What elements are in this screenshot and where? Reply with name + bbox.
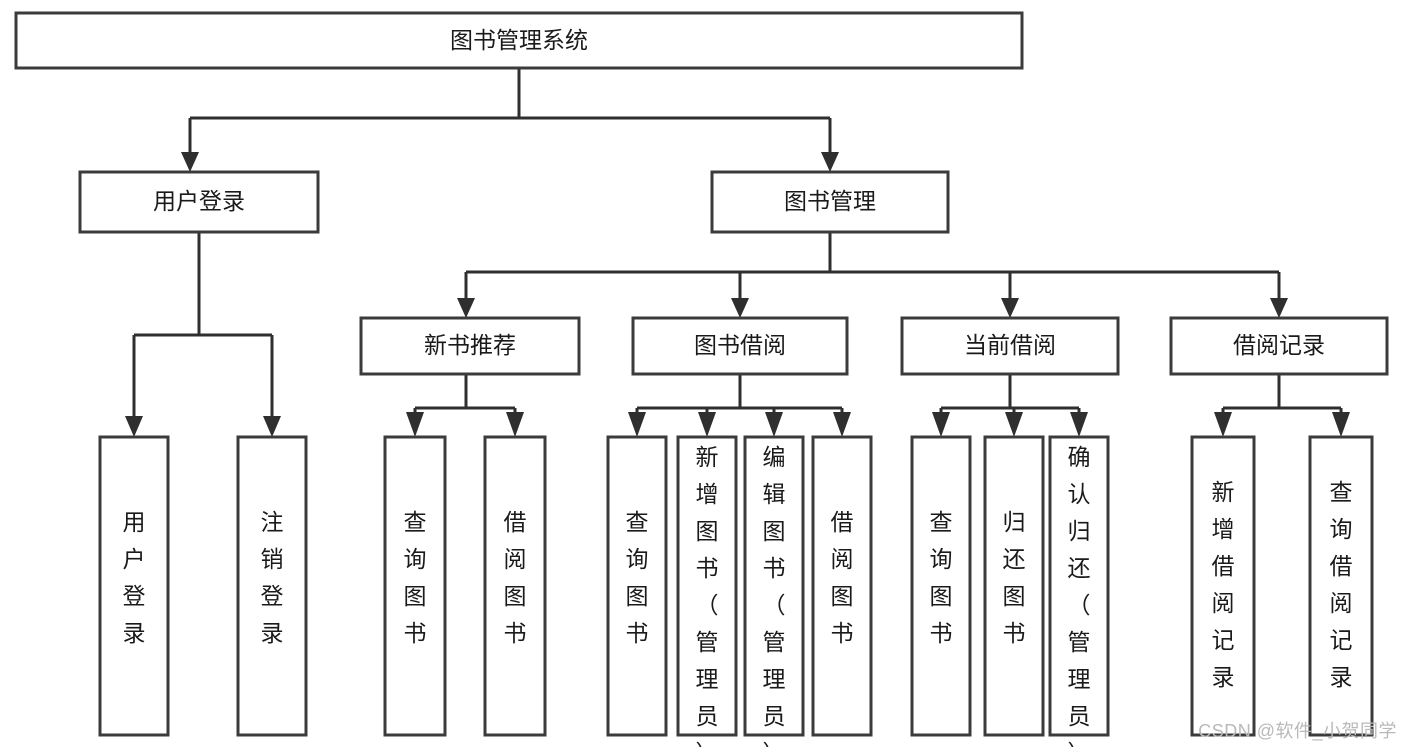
leaf-add-borrow-record-label: 新增借阅记录 [1212, 479, 1235, 690]
arrowhead-cb-leaf2 [1005, 412, 1023, 437]
arrowhead-br-leaf2 [1332, 412, 1350, 437]
arrowhead-leaf-user-login [125, 416, 143, 437]
leaf-borrow-book-bb[interactable]: 借阅图书 [811, 435, 873, 737]
node-book-borrow[interactable]: 图书借阅 [631, 316, 849, 376]
leaf-query-book-bb-box[interactable] [606, 435, 668, 737]
leaf-add-book-admin[interactable]: 新增图书（管理员） [676, 435, 738, 747]
leaf-query-borrow-record-label: 查询借阅记录 [1330, 479, 1353, 690]
leaf-borrow-book-bb-label: 借阅图书 [831, 509, 854, 646]
leaf-query-book-bb[interactable]: 查询图书 [606, 435, 668, 737]
node-new-book-recommend-box[interactable] [359, 316, 581, 376]
leaf-query-book-cb-box[interactable] [910, 435, 972, 737]
node-user-login-label: 用户登录 [153, 188, 245, 214]
connector-group-new-book-rec [406, 374, 524, 437]
leaf-add-borrow-record[interactable]: 新增借阅记录 [1190, 435, 1256, 737]
connector-group-book-borrow [628, 374, 851, 437]
arrowhead-leaf-logout [263, 416, 281, 437]
node-root-box[interactable] [14, 11, 1024, 70]
arrowhead-nbr-leaf1 [406, 412, 424, 437]
leaf-logout[interactable]: 注销登录 [236, 435, 308, 737]
node-user-login[interactable]: 用户登录 [78, 170, 320, 234]
arrowhead-cb-leaf3 [1070, 412, 1088, 437]
leaf-confirm-return-admin-label: 确认归还（管理员） [1068, 444, 1091, 747]
leaf-query-borrow-record-box[interactable] [1308, 435, 1374, 737]
leaf-edit-book-admin-label: 编辑图书（管理员） [763, 444, 786, 747]
leaf-confirm-return-admin[interactable]: 确认归还（管理员） [1048, 435, 1110, 747]
arrowhead-bb-leaf4 [833, 412, 851, 437]
leaf-query-borrow-record[interactable]: 查询借阅记录 [1308, 435, 1374, 737]
node-borrow-record-box[interactable] [1169, 316, 1389, 376]
leaf-query-book-nbr-box[interactable] [383, 435, 447, 737]
leaf-borrow-book-nbr-box[interactable] [483, 435, 547, 737]
node-borrow-record-label: 借阅记录 [1233, 332, 1325, 358]
leaf-query-book-nbr[interactable]: 查询图书 [383, 435, 447, 737]
leaf-add-book-admin-box[interactable] [676, 435, 738, 737]
connector-group-book-mgmt [457, 232, 1288, 318]
node-root-label: 图书管理系统 [450, 27, 588, 53]
node-book-borrow-label: 图书借阅 [694, 332, 786, 358]
leaf-query-book-nbr-label: 查询图书 [404, 509, 427, 646]
arrowhead-current-borrow [1001, 298, 1019, 318]
arrowhead-cb-leaf1 [932, 412, 950, 437]
csdn-watermark: CSDN @软件_小贺同学 [1198, 721, 1397, 741]
node-new-book-recommend[interactable]: 新书推荐 [359, 316, 581, 376]
leaf-edit-book-admin-box[interactable] [743, 435, 805, 737]
leaf-borrow-book-bb-box[interactable] [811, 435, 873, 737]
leaf-query-book-bb-label: 查询图书 [626, 509, 649, 646]
arrowhead-book-borrow [731, 298, 749, 318]
node-borrow-record[interactable]: 借阅记录 [1169, 316, 1389, 376]
arrowhead-br-leaf1 [1214, 412, 1232, 437]
node-book-management[interactable]: 图书管理 [710, 170, 950, 234]
connector-group-borrow-record [1214, 374, 1350, 437]
leaf-edit-book-admin[interactable]: 编辑图书（管理员） [743, 435, 805, 747]
node-book-management-label: 图书管理 [784, 188, 876, 214]
node-book-borrow-box[interactable] [631, 316, 849, 376]
leaf-confirm-return-admin-box[interactable] [1048, 435, 1110, 737]
node-user-login-box[interactable] [78, 170, 320, 234]
leaf-user-login[interactable]: 用户登录 [98, 435, 170, 737]
arrowhead-book-mgmt [821, 152, 839, 172]
leaf-logout-box[interactable] [236, 435, 308, 737]
leaf-add-borrow-record-box[interactable] [1190, 435, 1256, 737]
leaf-query-book-cb-label: 查询图书 [930, 509, 953, 646]
node-root[interactable]: 图书管理系统 [14, 11, 1024, 70]
node-book-management-box[interactable] [710, 170, 950, 234]
node-current-borrow-label: 当前借阅 [964, 332, 1056, 358]
node-current-borrow-box[interactable] [900, 316, 1120, 376]
leaf-add-book-admin-label: 新增图书（管理员） [696, 444, 719, 747]
node-new-book-recommend-label: 新书推荐 [424, 332, 516, 358]
arrowhead-bb-leaf1 [628, 412, 646, 437]
arrowhead-bb-leaf2 [698, 412, 716, 437]
leaf-return-book[interactable]: 归还图书 [983, 435, 1045, 737]
arrowhead-borrow-record [1270, 298, 1288, 318]
leaf-return-book-box[interactable] [983, 435, 1045, 737]
arrowhead-nbr-leaf2 [506, 412, 524, 437]
arrowhead-new-book-rec [457, 298, 475, 318]
connector-group-root [181, 68, 839, 172]
leaf-query-book-cb[interactable]: 查询图书 [910, 435, 972, 737]
leaf-user-login-label: 用户登录 [123, 509, 146, 646]
arrowhead-bb-leaf3 [765, 412, 783, 437]
leaf-logout-label: 注销登录 [261, 509, 284, 646]
arrowhead-user-login [181, 152, 199, 172]
leaf-borrow-book-nbr[interactable]: 借阅图书 [483, 435, 547, 737]
leaf-user-login-box[interactable] [98, 435, 170, 737]
connector-group-user-login [125, 232, 281, 437]
connector-group-current-borrow [932, 374, 1088, 437]
leaf-return-book-label: 归还图书 [1003, 509, 1026, 646]
leaf-borrow-book-nbr-label: 借阅图书 [504, 509, 527, 646]
node-current-borrow[interactable]: 当前借阅 [900, 316, 1120, 376]
